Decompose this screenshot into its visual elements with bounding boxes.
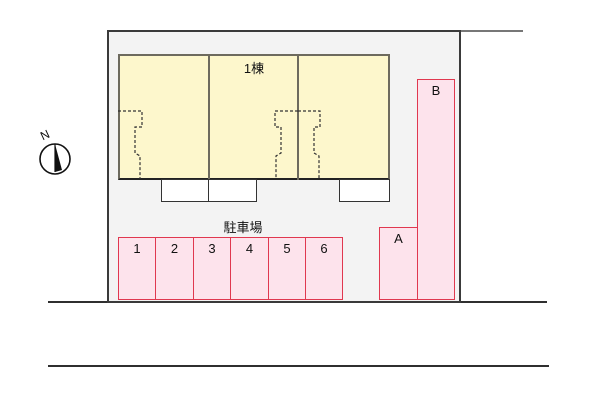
slot-number: 6: [320, 241, 328, 256]
unit-divider-1: [208, 54, 210, 180]
parking-slot-2: 2: [155, 237, 194, 300]
slot-number: 1: [133, 241, 141, 256]
parking-slot-a: A: [379, 227, 418, 300]
entry-box-3: [339, 179, 390, 202]
parking-slot-1: 1: [118, 237, 156, 300]
building-1: [118, 54, 390, 180]
slot-letter: B: [431, 83, 441, 98]
slot-number: 5: [283, 241, 291, 256]
road-edge-top-right: [460, 30, 523, 32]
slot-number: 2: [170, 241, 179, 256]
parking-slot-b: B: [417, 79, 455, 300]
slot-number: 3: [208, 241, 216, 256]
building-label: 1棟: [243, 61, 265, 76]
road-edge-lower: [48, 365, 549, 367]
parking-label: 駐車場: [223, 220, 263, 235]
north-arrow-icon: [39, 143, 71, 175]
entry-box-2: [208, 179, 257, 202]
slot-letter: A: [394, 231, 403, 246]
compass: N: [36, 127, 76, 178]
parking-slot-5: 5: [268, 237, 306, 300]
entry-box-1: [161, 179, 210, 202]
unit-divider-2: [297, 54, 299, 180]
parking-slot-3: 3: [193, 237, 231, 300]
parking-slot-4: 4: [230, 237, 269, 300]
slot-number: 4: [245, 241, 254, 256]
parking-slot-6: 6: [305, 237, 343, 300]
